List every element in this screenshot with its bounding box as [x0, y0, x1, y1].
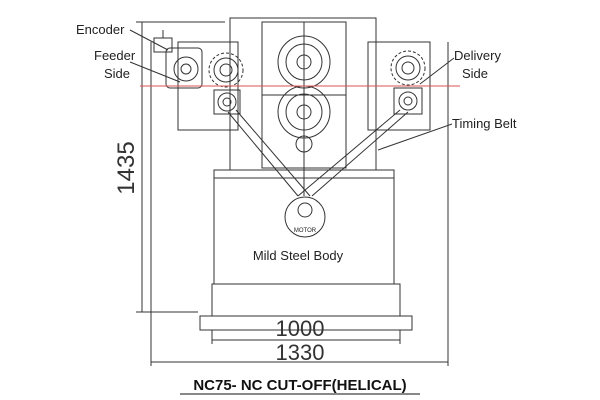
encoder-leader	[129, 29, 169, 51]
feeder-leader	[129, 61, 181, 83]
outer-width-label: 1330	[276, 340, 325, 365]
delivery-label-line1: Delivery	[454, 48, 501, 63]
motor	[284, 196, 326, 238]
delivery-gear	[390, 50, 426, 86]
upper-drum	[277, 35, 331, 89]
height-dimension	[136, 21, 225, 313]
drawing-title: NC75- NC CUT-OFF(HELICAL)	[193, 377, 406, 394]
inner-width-label: 1000	[276, 316, 325, 341]
feeder-gear	[208, 52, 244, 88]
feeder-pulley	[213, 89, 241, 115]
outer-width-dimension	[150, 42, 449, 366]
inner-width-dimension	[211, 330, 401, 344]
feeder-label-line2: Side	[104, 66, 130, 81]
motor-label: MOTOR	[294, 228, 317, 234]
delivery-pulley	[393, 87, 423, 115]
timing-belt-leader	[377, 123, 453, 151]
encoder-assembly	[153, 30, 203, 89]
body-label: Mild Steel Body	[253, 248, 344, 263]
timing-belt	[227, 109, 409, 197]
delivery-label-line2: Side	[462, 66, 488, 81]
timing-belt-label: Timing Belt	[452, 116, 517, 131]
feeder-label-line1: Feeder	[94, 48, 136, 63]
delivery-leader	[419, 57, 455, 85]
encoder-label: Encoder	[76, 22, 125, 37]
base-foot	[211, 283, 401, 317]
height-dimension-label: 1435	[113, 141, 140, 194]
